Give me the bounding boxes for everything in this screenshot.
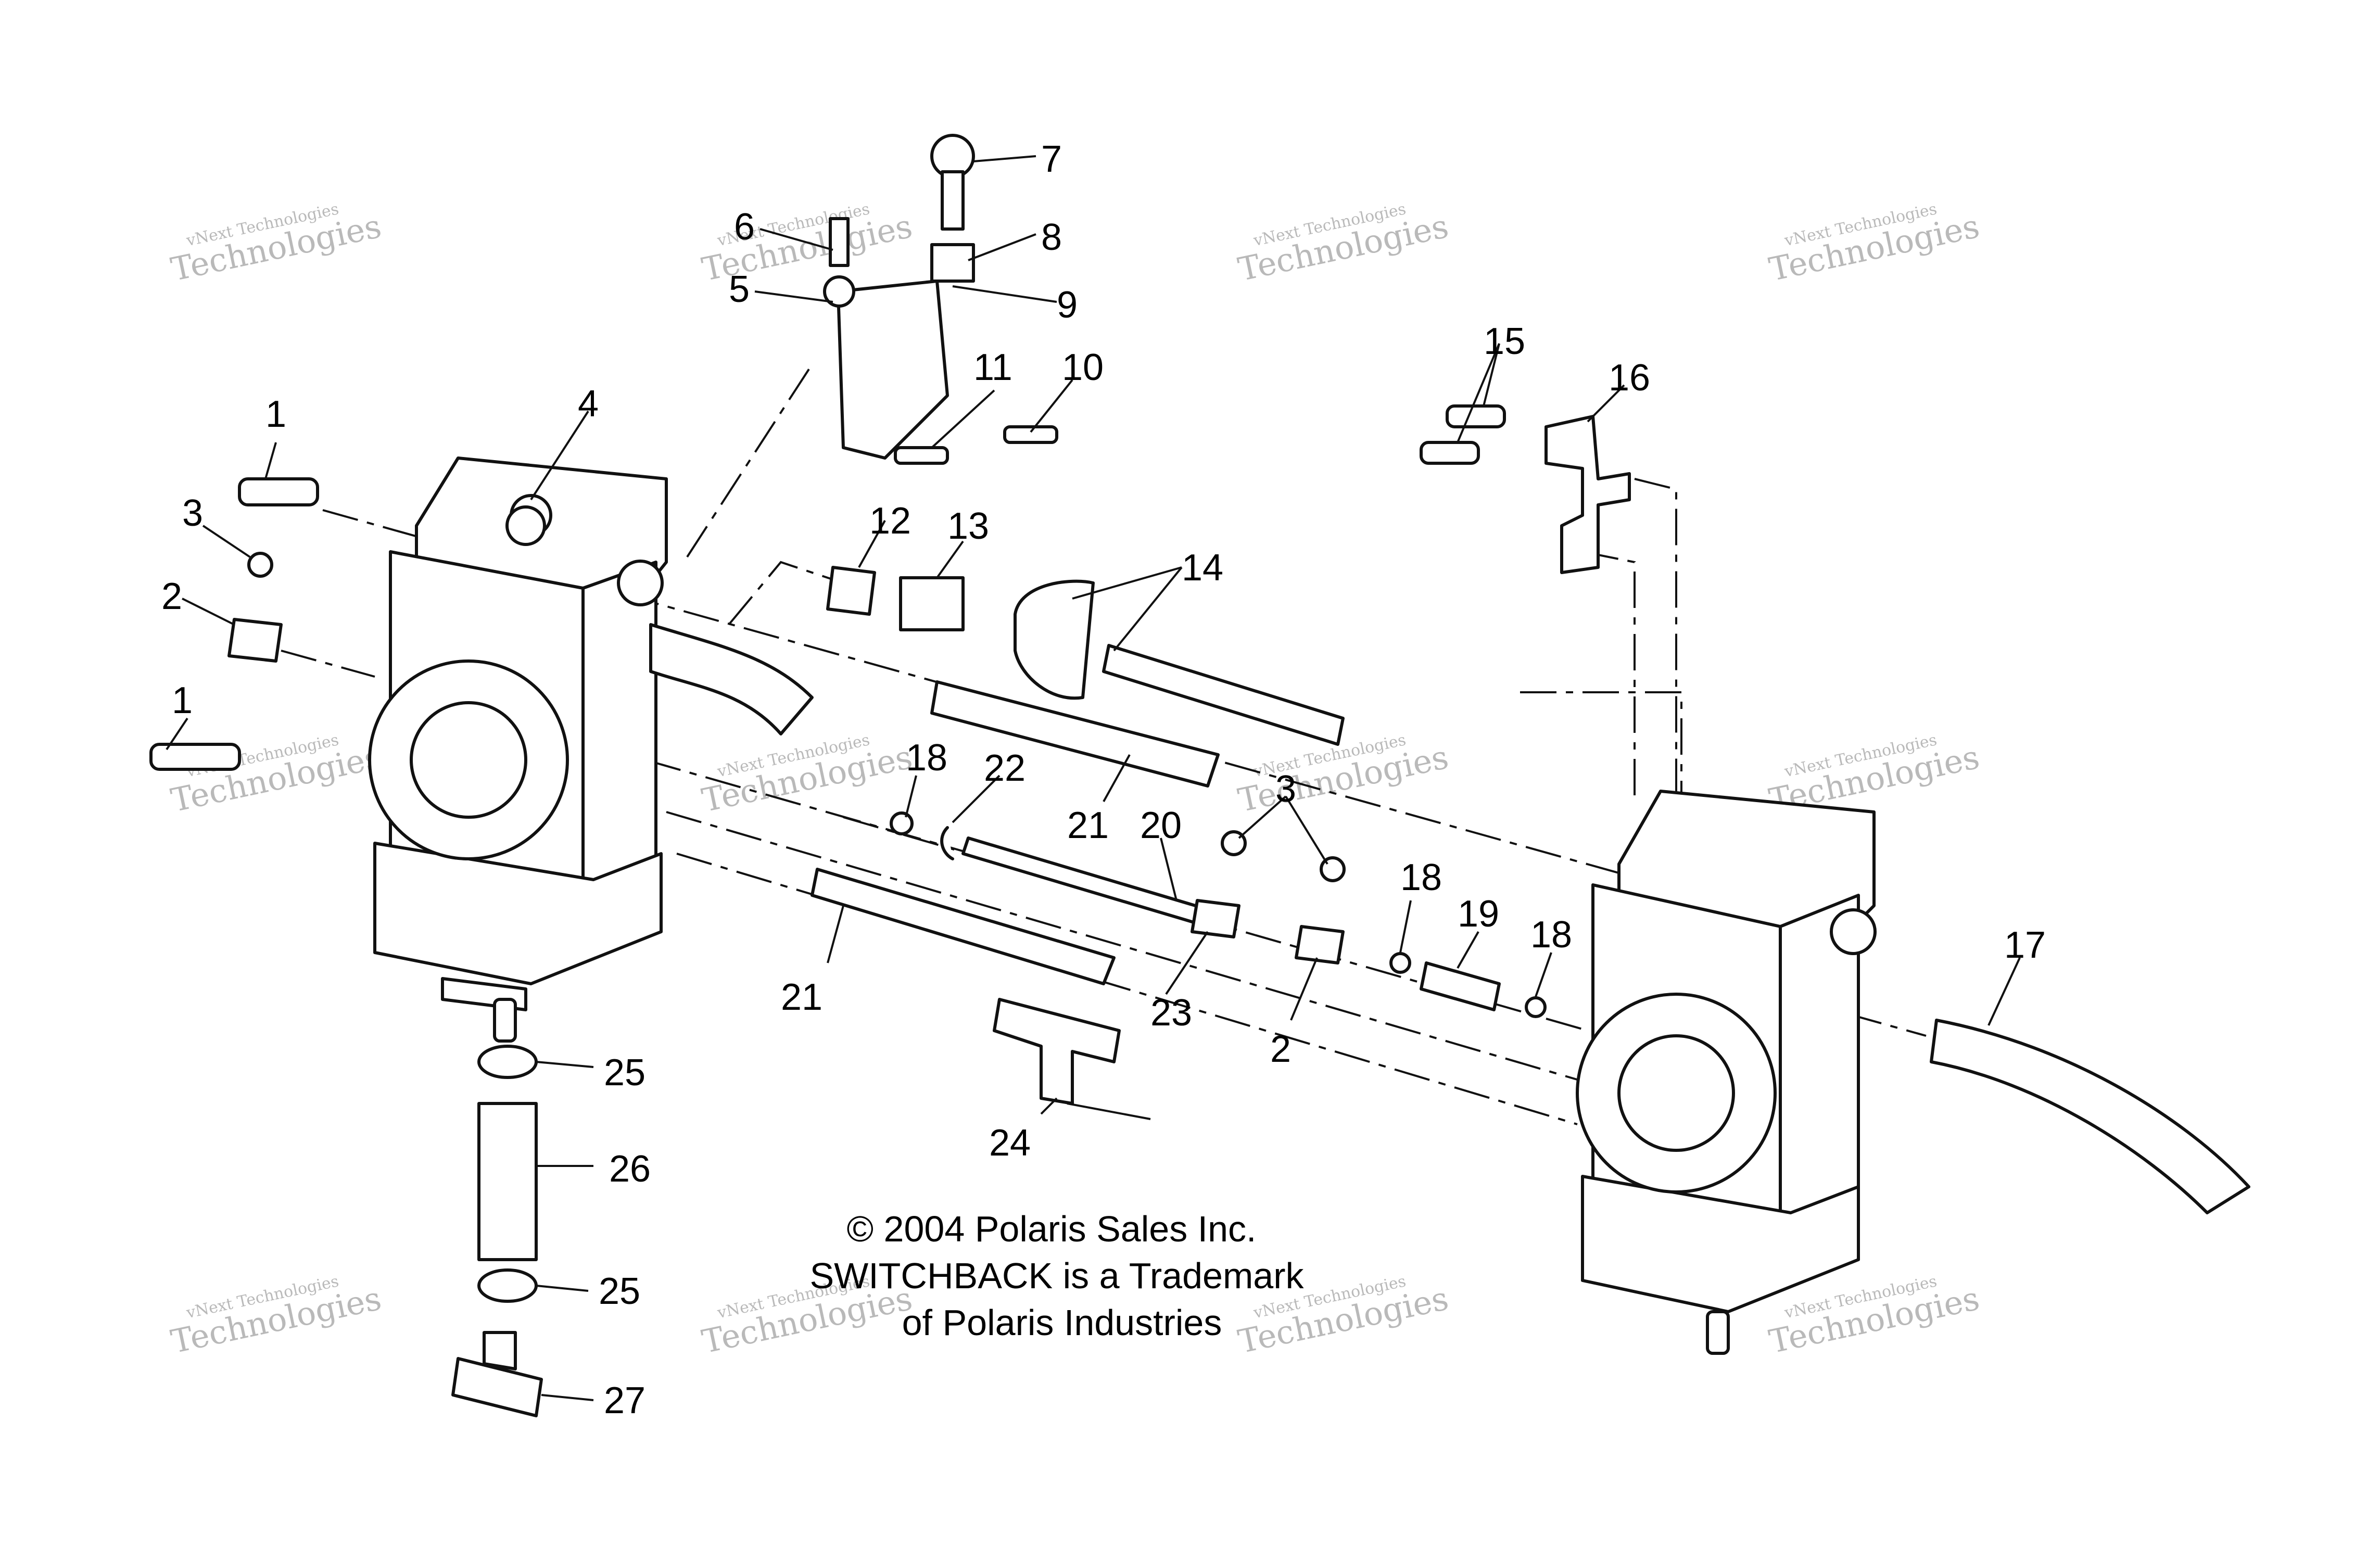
leader-lines: [166, 155, 2021, 1401]
callout-15: 15: [1484, 321, 1525, 362]
callout-8: 8: [1041, 217, 1062, 258]
watermark-1: vNext Technologies Technologies: [168, 200, 385, 288]
callout-1-lower: 1: [172, 680, 193, 721]
callout-12: 12: [869, 500, 911, 542]
washer-18-mid: [1389, 952, 1411, 974]
screw-6: [829, 217, 850, 267]
clamp-23: [1191, 899, 1240, 938]
callout-13: 13: [947, 505, 989, 547]
callout-21-upper: 21: [1067, 805, 1109, 846]
spring-8: [930, 243, 975, 283]
drain-assembly: [451, 1045, 543, 1417]
left-carb-side: [581, 561, 657, 897]
screw-1-lower: [149, 743, 241, 771]
right-carb-drain-nipple: [1706, 1310, 1730, 1355]
callout-10: 10: [1062, 347, 1104, 388]
callout-18-mid: 18: [1400, 857, 1442, 898]
screw-15-lower: [1420, 441, 1480, 465]
bushing-13: [899, 576, 965, 631]
spring-12: [826, 566, 876, 616]
callout-2-right: 2: [1270, 1029, 1291, 1070]
callout-19: 19: [1458, 893, 1499, 935]
hose-26: [477, 1102, 538, 1261]
right-carb-bore-inner: [1617, 1034, 1735, 1152]
throttle-linkage-parts: [149, 134, 1631, 1105]
tee-fitting-24: [993, 998, 1121, 1105]
callout-18-right: 18: [1530, 914, 1572, 956]
callout-7: 7: [1041, 138, 1062, 180]
copyright-line-1: © 2004 Polaris Sales Inc.: [847, 1209, 1257, 1249]
callout-20: 20: [1140, 805, 1182, 846]
callout-4: 4: [578, 383, 599, 425]
clamp-2-right: [1295, 925, 1345, 964]
callout-3-left: 3: [182, 492, 203, 534]
callout-labels: 1 3 2 1 4 5 6 7 8 9 10 11 12 13 14 15 16…: [161, 138, 2046, 1422]
boss-4: [505, 505, 546, 546]
clamp-25-lower: [477, 1268, 538, 1303]
watermark-7: vNext Technologies Technologies: [1235, 731, 1452, 819]
watermark-3: vNext Technologies Technologies: [1235, 200, 1452, 288]
washer-18-right: [1525, 996, 1547, 1018]
callout-6: 6: [734, 206, 755, 248]
rod-20: [961, 836, 1214, 928]
clamp-25-upper: [477, 1045, 538, 1079]
callout-27: 27: [604, 1380, 645, 1422]
callout-22: 22: [984, 747, 1026, 789]
screw-3-left: [247, 552, 273, 578]
callout-11: 11: [973, 347, 1012, 388]
callout-25-lower: 25: [599, 1271, 640, 1312]
watermark-5: vNext Technologies Technologies: [168, 731, 385, 819]
right-carb-bowl: [1581, 1175, 1860, 1313]
callout-9: 9: [1057, 284, 1078, 326]
callout-21-lower: 21: [781, 976, 822, 1018]
callout-23: 23: [1150, 992, 1192, 1034]
left-carburetor: [368, 456, 814, 1043]
watermark-4: vNext Technologies Technologies: [1766, 200, 1983, 288]
callout-16: 16: [1609, 357, 1650, 399]
screw-15-upper: [1446, 404, 1506, 428]
callout-5: 5: [729, 269, 750, 310]
right-carb-shaft-boss: [1830, 908, 1877, 955]
spring-19: [1420, 961, 1501, 1011]
screw-1-upper: [238, 477, 319, 506]
clip-22: [940, 826, 954, 860]
callout-18-left: 18: [906, 737, 947, 779]
bracket-16: [1545, 415, 1631, 574]
watermark-6: vNext Technologies Technologies: [699, 731, 916, 819]
right-carburetor: [1576, 790, 1877, 1355]
callout-17: 17: [2004, 924, 2046, 966]
left-carb-bore-inner: [410, 701, 527, 819]
adjust-screw-7-shaft: [941, 170, 965, 231]
copyright-notice: © 2004 Polaris Sales Inc. SWITCHBACK is …: [809, 1209, 1304, 1343]
fuel-line-17: [1930, 1019, 2250, 1214]
left-carb-shaft-boss: [617, 560, 664, 606]
watermark-9: vNext Technologies Technologies: [168, 1272, 385, 1361]
callout-14: 14: [1182, 547, 1223, 589]
callout-24: 24: [989, 1122, 1031, 1164]
bracket-9: [837, 280, 949, 460]
rod-21-lower: [811, 868, 1116, 985]
callout-1-upper: 1: [265, 394, 286, 435]
callout-2-left: 2: [161, 576, 182, 617]
callout-3-right: 3: [1275, 768, 1296, 810]
copyright-line-2: SWITCHBACK is a Trademark: [809, 1255, 1304, 1296]
copyright-line-3: of Polaris Industries: [902, 1302, 1222, 1343]
left-carb-vent-tube: [649, 623, 814, 735]
callout-26: 26: [609, 1148, 651, 1190]
left-carb-drain-nipple: [493, 998, 517, 1043]
washer-18-left: [890, 811, 914, 835]
callout-25-upper: 25: [604, 1052, 645, 1094]
throttle-shaft-14: [1102, 644, 1345, 746]
lever-14: [1014, 579, 1095, 700]
spring-5: [823, 275, 855, 308]
clamp-2-left: [227, 618, 283, 663]
rod-21-upper: [930, 680, 1220, 788]
screw-10: [1003, 425, 1058, 444]
tee-fitting-27: [451, 1331, 543, 1417]
left-carb-bowl: [373, 842, 663, 985]
screw-11: [894, 446, 949, 465]
